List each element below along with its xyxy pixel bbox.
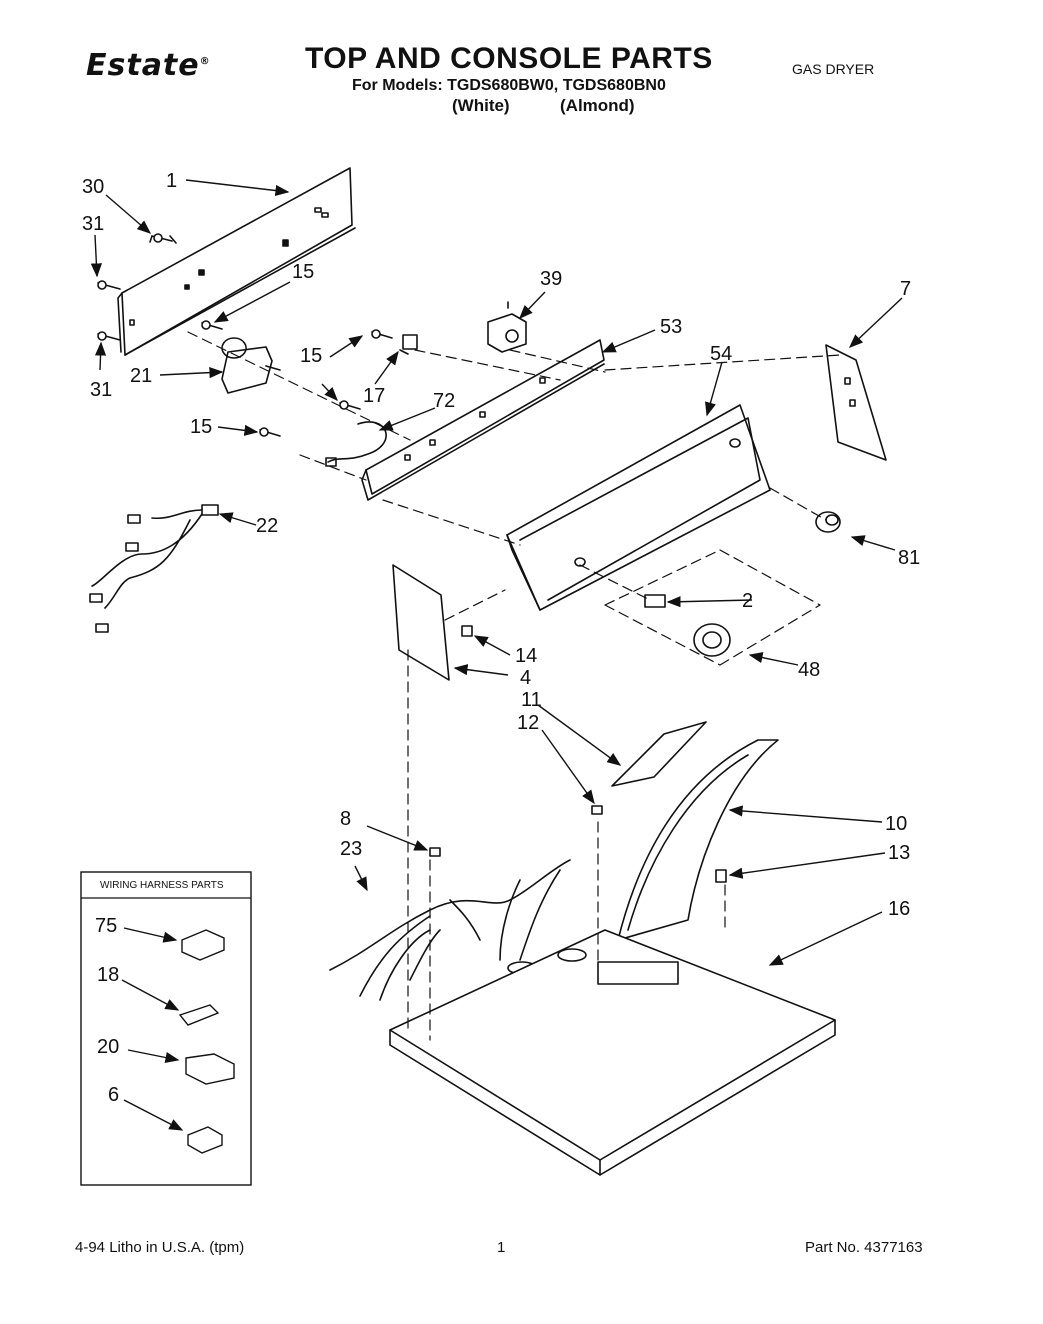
callout-11: 11: [521, 689, 542, 711]
top-panel-16: [389, 929, 836, 1176]
shaft-2: [644, 594, 666, 608]
knob-81: [815, 511, 841, 533]
harness-item-18: 18: [97, 964, 119, 986]
model-numbers: For Models: TGDS680BW0, TGDS680BN0: [352, 77, 666, 94]
clip-8: [429, 847, 441, 857]
brand-logo: Estate®: [86, 48, 211, 83]
screw-30: [149, 233, 177, 244]
clip-17: [399, 334, 418, 355]
callout-31-upper: 31: [82, 213, 104, 235]
callout-17: 17: [363, 385, 385, 407]
callout-2: 2: [742, 590, 753, 612]
callout-4: 4: [520, 667, 531, 689]
leader-lines: [90, 179, 903, 966]
screw-15-a: [201, 320, 223, 330]
page-number: 1: [497, 1239, 506, 1256]
wiring-harness-title: WIRING HARNESS PARTS: [100, 880, 224, 891]
console-54: [506, 404, 771, 611]
callout-8: 8: [340, 808, 351, 830]
back-panel-part: [117, 167, 356, 356]
callout-22: 22: [256, 515, 278, 537]
harness-item-75: 75: [95, 915, 117, 937]
callout-21: 21: [130, 365, 152, 387]
callout-23: 23: [340, 838, 362, 860]
callout-7: 7: [900, 278, 911, 300]
clip-12: [591, 805, 603, 815]
variant-almond: (Almond): [560, 96, 635, 115]
screw-13: [715, 869, 727, 883]
callout-53: 53: [660, 316, 682, 338]
harness-item-20: 20: [97, 1036, 119, 1058]
screw-15-c: [339, 400, 361, 410]
screw-31-upper: [97, 280, 121, 290]
callout-31-lower: 31: [90, 379, 112, 401]
brand-registered-mark: ®: [199, 56, 211, 67]
callout-15-a: 15: [292, 261, 314, 283]
callout-13: 13: [888, 842, 910, 864]
callout-54: 54: [710, 343, 732, 365]
knob-48: [693, 623, 731, 657]
callout-15-c: 15: [190, 416, 212, 438]
screw-31-lower: [97, 331, 121, 341]
appliance-type: GAS DRYER: [792, 61, 875, 77]
clip-14: [461, 625, 473, 637]
page-title: TOP AND CONSOLE PARTS: [305, 42, 713, 75]
harness-22: [89, 504, 219, 633]
duct-10: [617, 739, 779, 941]
panel-11: [611, 721, 707, 787]
callout-1: 1: [166, 170, 177, 192]
variant-white: (White): [452, 96, 510, 115]
callout-39: 39: [540, 268, 562, 290]
callout-10: 10: [885, 813, 907, 835]
litho-note: 4-94 Litho in U.S.A. (tpm): [75, 1239, 245, 1256]
alignment-lines: [187, 331, 841, 1041]
callout-12: 12: [517, 712, 539, 734]
part-number: Part No. 4377163: [805, 1239, 923, 1256]
callout-81: 81: [898, 547, 920, 569]
brand-name: Estate: [86, 48, 200, 83]
callout-72: 72: [433, 390, 455, 412]
harness-item-6: 6: [108, 1084, 119, 1106]
callout-14: 14: [515, 645, 537, 667]
wire-72: [325, 421, 387, 467]
console-rail-53: [361, 339, 605, 501]
callout-15-b: 15: [300, 345, 322, 367]
end-cap-7: [825, 344, 887, 461]
screw-15-b: [371, 329, 393, 339]
callout-16: 16: [888, 898, 910, 920]
bracket-4: [392, 564, 450, 681]
screw-15-d: [259, 427, 281, 437]
callout-30: 30: [82, 176, 104, 198]
switch-21: [221, 337, 281, 394]
callout-48: 48: [798, 659, 820, 681]
wiring-harness-box: 75 18 20 6: [80, 871, 252, 1186]
component-39: [487, 301, 527, 353]
